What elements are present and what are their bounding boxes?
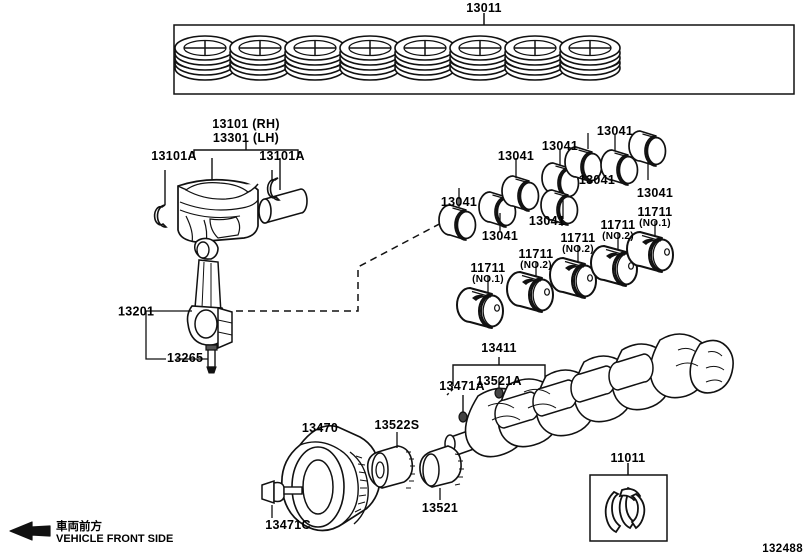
ring-set-box xyxy=(173,13,795,95)
label-thrust-washer: 11011 xyxy=(610,451,646,465)
label-main-bearing-4-note: (NO.2) xyxy=(602,230,634,242)
rod-bearing-leaders xyxy=(458,133,649,231)
label-main-bearing-1-note: (NO.1) xyxy=(472,273,504,285)
label-sprocket: 13521 xyxy=(421,501,459,515)
piston-ring-stacks xyxy=(174,35,621,81)
piston-pin-part xyxy=(258,188,308,224)
label-main-bearing-4-no: 11711 xyxy=(600,218,636,232)
label-crankshaft: 13411 xyxy=(481,341,517,355)
label-sprocket-s: 13522S xyxy=(374,418,420,432)
piston-bracket xyxy=(164,142,299,205)
label-circlip-right: 13101A xyxy=(259,149,305,163)
label-rod-bearing-5: 13041 xyxy=(541,139,579,153)
thrust-washer-box xyxy=(589,463,668,542)
label-connecting-rod: 13201 xyxy=(118,304,155,319)
vehicle-front-note-en: VEHICLE FRONT SIDE xyxy=(56,533,174,546)
label-rod-bearing-8: 13041 xyxy=(636,186,674,200)
crankshaft-part xyxy=(444,333,734,458)
vehicle-front-note: 車両前方 VEHICLE FRONT SIDE xyxy=(56,519,173,547)
document-number: 132488 xyxy=(762,543,803,555)
label-crank-key-a: 13471A xyxy=(439,379,485,393)
piston-part xyxy=(177,178,259,243)
label-pulley-bolt: 13471C xyxy=(265,518,311,532)
label-crank-key-b: 13521A xyxy=(476,374,522,388)
pulley-bolt-part xyxy=(261,479,303,518)
label-circlip-left: 13101A xyxy=(151,149,197,163)
label-rod-bearing-7: 13041 xyxy=(596,124,634,138)
label-main-bearing-3: 11711 (NO.2) xyxy=(561,232,596,255)
label-main-bearing-4: 11711 (NO.2) xyxy=(601,219,636,242)
timing-sprocket-part xyxy=(419,445,464,500)
label-main-bearing-3-note: (NO.2) xyxy=(562,243,594,255)
label-main-bearing-5: 11711 (NO.1) xyxy=(638,206,673,229)
label-rod-bearing-1: 13041 xyxy=(440,195,478,209)
label-rod-bearing-3: 13041 xyxy=(497,149,535,163)
timing-sprocket-s-part xyxy=(366,432,415,489)
label-piston-lh: 13301 (LH) xyxy=(212,131,280,145)
label-main-bearing-5-no: 11711 xyxy=(637,205,673,219)
connecting-rod-part xyxy=(145,237,233,360)
rod-bolt-part xyxy=(176,344,218,374)
main-bearing-leaders xyxy=(487,221,656,292)
label-rod-bearing-4: 13041 xyxy=(528,214,566,228)
label-piston-rh: 13101 (RH) xyxy=(212,117,280,131)
label-rod-bearing-2: 13041 xyxy=(481,229,519,243)
label-main-bearing-5-note: (NO.1) xyxy=(639,217,671,229)
piston-circlip-left xyxy=(153,204,168,228)
label-main-bearing-3-no: 11711 xyxy=(560,231,596,245)
arrow-left-icon xyxy=(9,521,51,541)
label-main-bearing-1-no: 11711 xyxy=(470,261,506,275)
rod-bearing-leader xyxy=(236,220,446,312)
label-rod-bolt: 13265 xyxy=(167,351,204,365)
vehicle-front-note-jp: 車両前方 xyxy=(56,519,102,533)
crank-pulley-part xyxy=(280,425,382,532)
label-ring-set: 13011 xyxy=(466,1,502,15)
label-crank-pulley: 13470 xyxy=(301,421,339,435)
piston-circlip-right xyxy=(266,177,281,201)
label-main-bearing-2-note: (NO.2) xyxy=(520,259,552,271)
label-rod-bearing-6: 13041 xyxy=(578,173,616,187)
label-main-bearing-2-no: 11711 xyxy=(518,247,554,261)
label-main-bearing-1: 11711 (NO.1) xyxy=(471,262,506,285)
label-main-bearing-2: 11711 (NO.2) xyxy=(519,248,554,271)
